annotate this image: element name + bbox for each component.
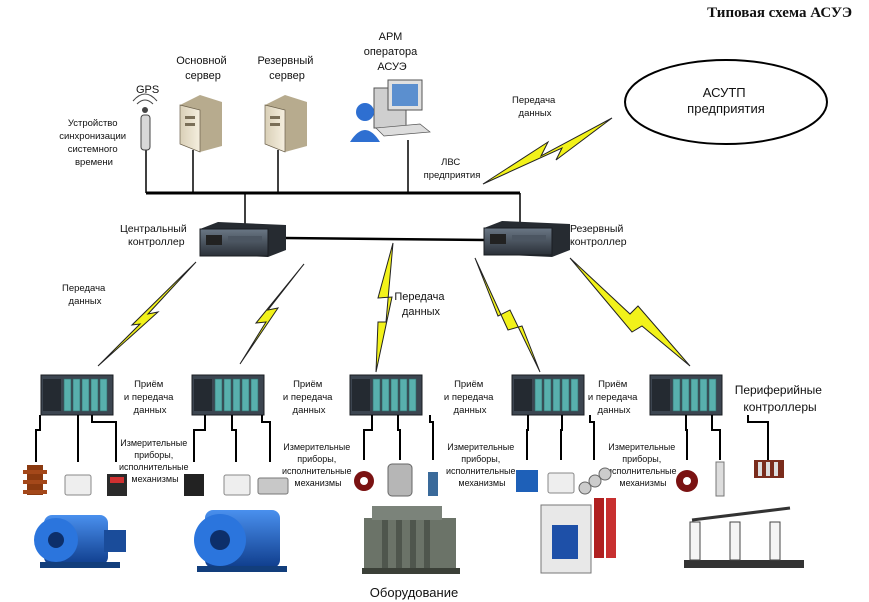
controller-wire (747, 415, 769, 460)
arm-label: АРМ оператора АСУЭ (364, 31, 421, 73)
lightning-to-asutp (482, 117, 613, 185)
controller-wire (685, 415, 688, 460)
electric-motor-icon-1 (34, 515, 126, 568)
relay-icon (257, 477, 289, 495)
operator-workstation-icon (350, 79, 431, 142)
controller-wire (35, 415, 41, 462)
electric-motor-icon-2 (194, 510, 287, 572)
asutp-ellipse (624, 59, 828, 145)
asutp-label: АСУТП предприятия (687, 85, 765, 116)
lightning-to-peripheral-5 (569, 257, 691, 367)
peripheral-controller-4 (511, 374, 585, 416)
peripheral-controller-5 (649, 374, 723, 416)
receive-transmit-label-2: Приём и передача данных (283, 379, 335, 416)
insulator-icon (23, 465, 47, 495)
controller-wire (363, 415, 373, 460)
central-controller-icon (199, 222, 286, 257)
gps-antenna-icon (132, 93, 158, 151)
arrester-icon (715, 461, 725, 497)
controller-wire (261, 415, 271, 462)
voltage-transformer-icon (387, 463, 413, 497)
main-server-icon (179, 95, 222, 153)
peripheral-controllers-label: Периферийные контроллеры (735, 383, 826, 414)
controller-wire (193, 415, 206, 462)
backup-controller-icon (483, 221, 570, 257)
center-data-transfer-label: Передача данных (394, 291, 447, 318)
backup-controller-label: Резервный контроллер (570, 223, 627, 248)
ct-block-icon (516, 470, 538, 492)
controller-wire (397, 415, 401, 460)
lightning-to-peripheral-3 (375, 242, 394, 373)
sync-device-label: Устройство синхронизации системного врем… (59, 118, 129, 168)
receive-transmit-label-3: Приём и передача данных (444, 379, 496, 416)
main-server-label: Основной сервер (176, 55, 230, 82)
page-title: Типовая схема АСУЭ (707, 5, 852, 21)
controller-wire (429, 415, 434, 460)
equipment-label: Оборудование (370, 585, 458, 600)
lan-label: ЛВС предприятия (424, 157, 481, 181)
peripheral-controller-3 (349, 374, 423, 416)
controller-wire (91, 415, 117, 462)
backup-server-label: Резервный сервер (258, 55, 317, 82)
lightning-to-peripheral-4 (474, 257, 541, 373)
instruments-label-1: Измерительные приборы, исполнительные ме… (119, 438, 191, 484)
sensor-icon (428, 472, 438, 496)
central-controller-label: Центральный контроллер (120, 223, 190, 248)
instruments-label-4: Измерительные приборы, исполнительные ме… (607, 442, 679, 488)
controller-wire (589, 415, 595, 460)
power-transformer-icon (362, 506, 460, 574)
peripheral-controller-2 (191, 374, 265, 416)
meter-icon-3 (547, 472, 575, 494)
controller-wire (526, 415, 529, 460)
fuse-holder-icon (578, 467, 612, 495)
receive-transmit-label-4: Приём и передача данных (588, 379, 640, 416)
top-data-transfer-label: Передача данных (512, 95, 558, 119)
lightning-to-peripheral-1 (97, 261, 197, 367)
receive-transmit-label-1: Приём и передача данных (124, 379, 176, 416)
vacuum-switchgear-icon (540, 498, 616, 574)
instruments-label-2: Измерительные приборы, исполнительные ме… (282, 442, 354, 488)
fuse-block-icon (754, 460, 784, 478)
controller-link (284, 236, 487, 242)
gps-label: GPS (136, 84, 159, 96)
disconnector-icon (684, 506, 804, 568)
controller-wire (711, 415, 721, 460)
lightning-to-peripheral-2 (239, 263, 305, 365)
instruments-label-3: Измерительные приборы, исполнительные ме… (446, 442, 518, 488)
meter-icon-2 (223, 474, 251, 496)
backup-server-icon (264, 95, 307, 153)
controller-wire (560, 415, 563, 460)
left-data-transfer-label: Передача данных (62, 283, 108, 307)
peripheral-controller-1 (40, 374, 114, 416)
controller-wire (231, 415, 237, 462)
current-transformer-icon (184, 474, 204, 496)
meter-icon (64, 474, 92, 496)
